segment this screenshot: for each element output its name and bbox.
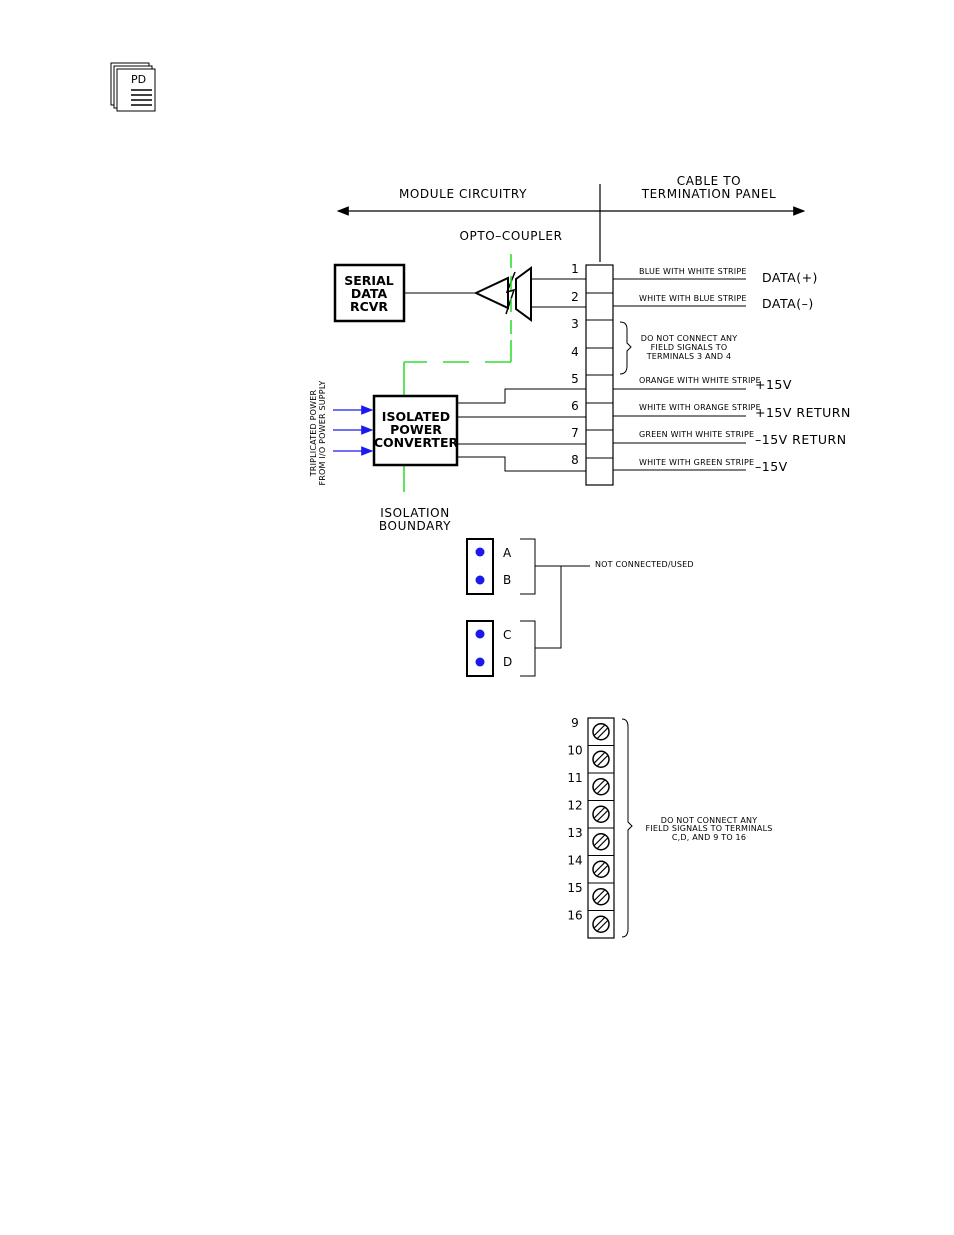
screw-terminal-number: 16 (567, 909, 582, 923)
terminal-3-number: 3 (571, 317, 579, 331)
signal-label-5: +15V (755, 377, 792, 392)
screw-slot (597, 727, 608, 739)
note-3-4-line3: TERMINALS 3 AND 4 (646, 352, 732, 361)
screw-slot (597, 755, 608, 767)
jumper-brackets (520, 538, 590, 677)
note-9-16-line1: DO NOT CONNECT ANY (661, 816, 758, 825)
document-icon-label: PD (131, 73, 146, 86)
screw-icon (592, 888, 610, 906)
screw-slot (594, 779, 605, 791)
cable-label-line2: TERMINATION PANEL (641, 187, 777, 201)
cable-wires (613, 278, 746, 471)
terminal-6-number: 6 (571, 399, 579, 413)
signal-label-6: +15V RETURN (755, 405, 851, 420)
screw-terminals (588, 723, 614, 933)
screw-slot (594, 862, 605, 874)
isolation-boundary-label-2: BOUNDARY (379, 519, 451, 533)
opto-coupler-symbol (473, 266, 532, 322)
serial-rcvr-line1: SERIAL (344, 273, 393, 288)
isolation-boundary-label-1: ISOLATION (380, 506, 450, 520)
wire-color-8: WHITE WITH GREEN STRIPE (639, 458, 754, 467)
jumper-label-b: B (503, 573, 512, 587)
signal-label-2: DATA(–) (762, 296, 814, 311)
terminal-1-number: 1 (571, 262, 579, 276)
converter-line1: ISOLATED (382, 409, 450, 424)
screw-icon (592, 805, 610, 823)
jumper-label-a: A (503, 546, 512, 560)
converter-line3: CONVERTER (374, 435, 459, 450)
terminal-4-number: 4 (571, 345, 579, 359)
jumper-cd (466, 620, 494, 677)
terminal-block-1-8 (585, 264, 614, 486)
screw-slot (594, 889, 605, 901)
wire-color-2: WHITE WITH BLUE STRIPE (639, 294, 747, 303)
screw-slot (594, 917, 605, 929)
jumper-label-c: C (503, 628, 512, 642)
wire-color-5: ORANGE WITH WHITE STRIPE (639, 376, 761, 385)
power-source-label-2: FROM I/O POWER SUPPLY (318, 380, 327, 485)
serial-rcvr-line2: DATA (351, 286, 388, 301)
terminal-2-number: 2 (571, 290, 579, 304)
wire-color-7: GREEN WITH WHITE STRIPE (639, 430, 754, 439)
converter-output-wires (457, 388, 586, 472)
signal-label-8: –15V (755, 459, 788, 474)
terminal-5-number: 5 (571, 372, 579, 386)
cable-label-line1: CABLE TO (677, 174, 741, 188)
screw-slot (594, 807, 605, 819)
screw-slot (597, 837, 608, 849)
isolation-boundary-line (403, 254, 512, 492)
terminal-3-4-brace (619, 321, 632, 375)
power-source-label-1: TRIPLICATED POWER (309, 389, 318, 477)
document-icon: PD (110, 62, 156, 112)
opto-coupler-label: OPTO–COUPLER (459, 229, 562, 243)
serial-rcvr-line3: RCVR (350, 299, 388, 314)
screw-icon (592, 778, 610, 796)
screw-slot (597, 892, 608, 904)
screw-icon (592, 915, 610, 933)
screw-terminal-number: 12 (567, 799, 582, 813)
terminal-7-number: 7 (571, 426, 579, 440)
note-9-16-line2: FIELD SIGNALS TO TERMINALS (645, 824, 772, 833)
jumper-ab (466, 538, 494, 595)
screw-slot (597, 782, 608, 794)
module-circuitry-label: MODULE CIRCUITRY (399, 187, 527, 201)
screw-terminal-number: 9 (571, 716, 579, 730)
screw-slot (597, 810, 608, 822)
screw-slot (594, 724, 605, 736)
screw-terminal-number: 13 (567, 826, 582, 840)
screw-terminal-number: 11 (567, 771, 582, 785)
screw-icon (592, 833, 610, 851)
jumper-label-d: D (503, 655, 513, 669)
screw-terminal-number: 15 (567, 881, 582, 895)
screw-icon (592, 723, 610, 741)
screw-terminal-number: 10 (567, 744, 582, 758)
power-converter-block (372, 394, 459, 467)
signal-label-1: DATA(+) (762, 270, 818, 285)
wire-color-6: WHITE WITH ORANGE STRIPE (639, 403, 761, 412)
note-3-4-line1: DO NOT CONNECT ANY (641, 334, 738, 343)
terminal-9-16-brace (621, 718, 633, 938)
note-9-16-line3: C,D, AND 9 TO 16 (672, 833, 746, 842)
screw-slot (594, 752, 605, 764)
screw-slot (597, 920, 608, 932)
screw-terminal-number: 14 (567, 854, 582, 868)
terminal-8-number: 8 (571, 453, 579, 467)
screw-icon (592, 860, 610, 878)
screw-slot (597, 865, 608, 877)
note-3-4-line2: FIELD SIGNALS TO (651, 343, 728, 352)
screw-slot (594, 834, 605, 846)
jumper-note: NOT CONNECTED/USED (595, 560, 694, 569)
converter-line2: POWER (390, 422, 442, 437)
signal-label-7: –15V RETURN (755, 432, 847, 447)
serial-data-receiver-block (333, 263, 406, 323)
wire-color-1: BLUE WITH WHITE STRIPE (639, 267, 747, 276)
screw-icon (592, 750, 610, 768)
